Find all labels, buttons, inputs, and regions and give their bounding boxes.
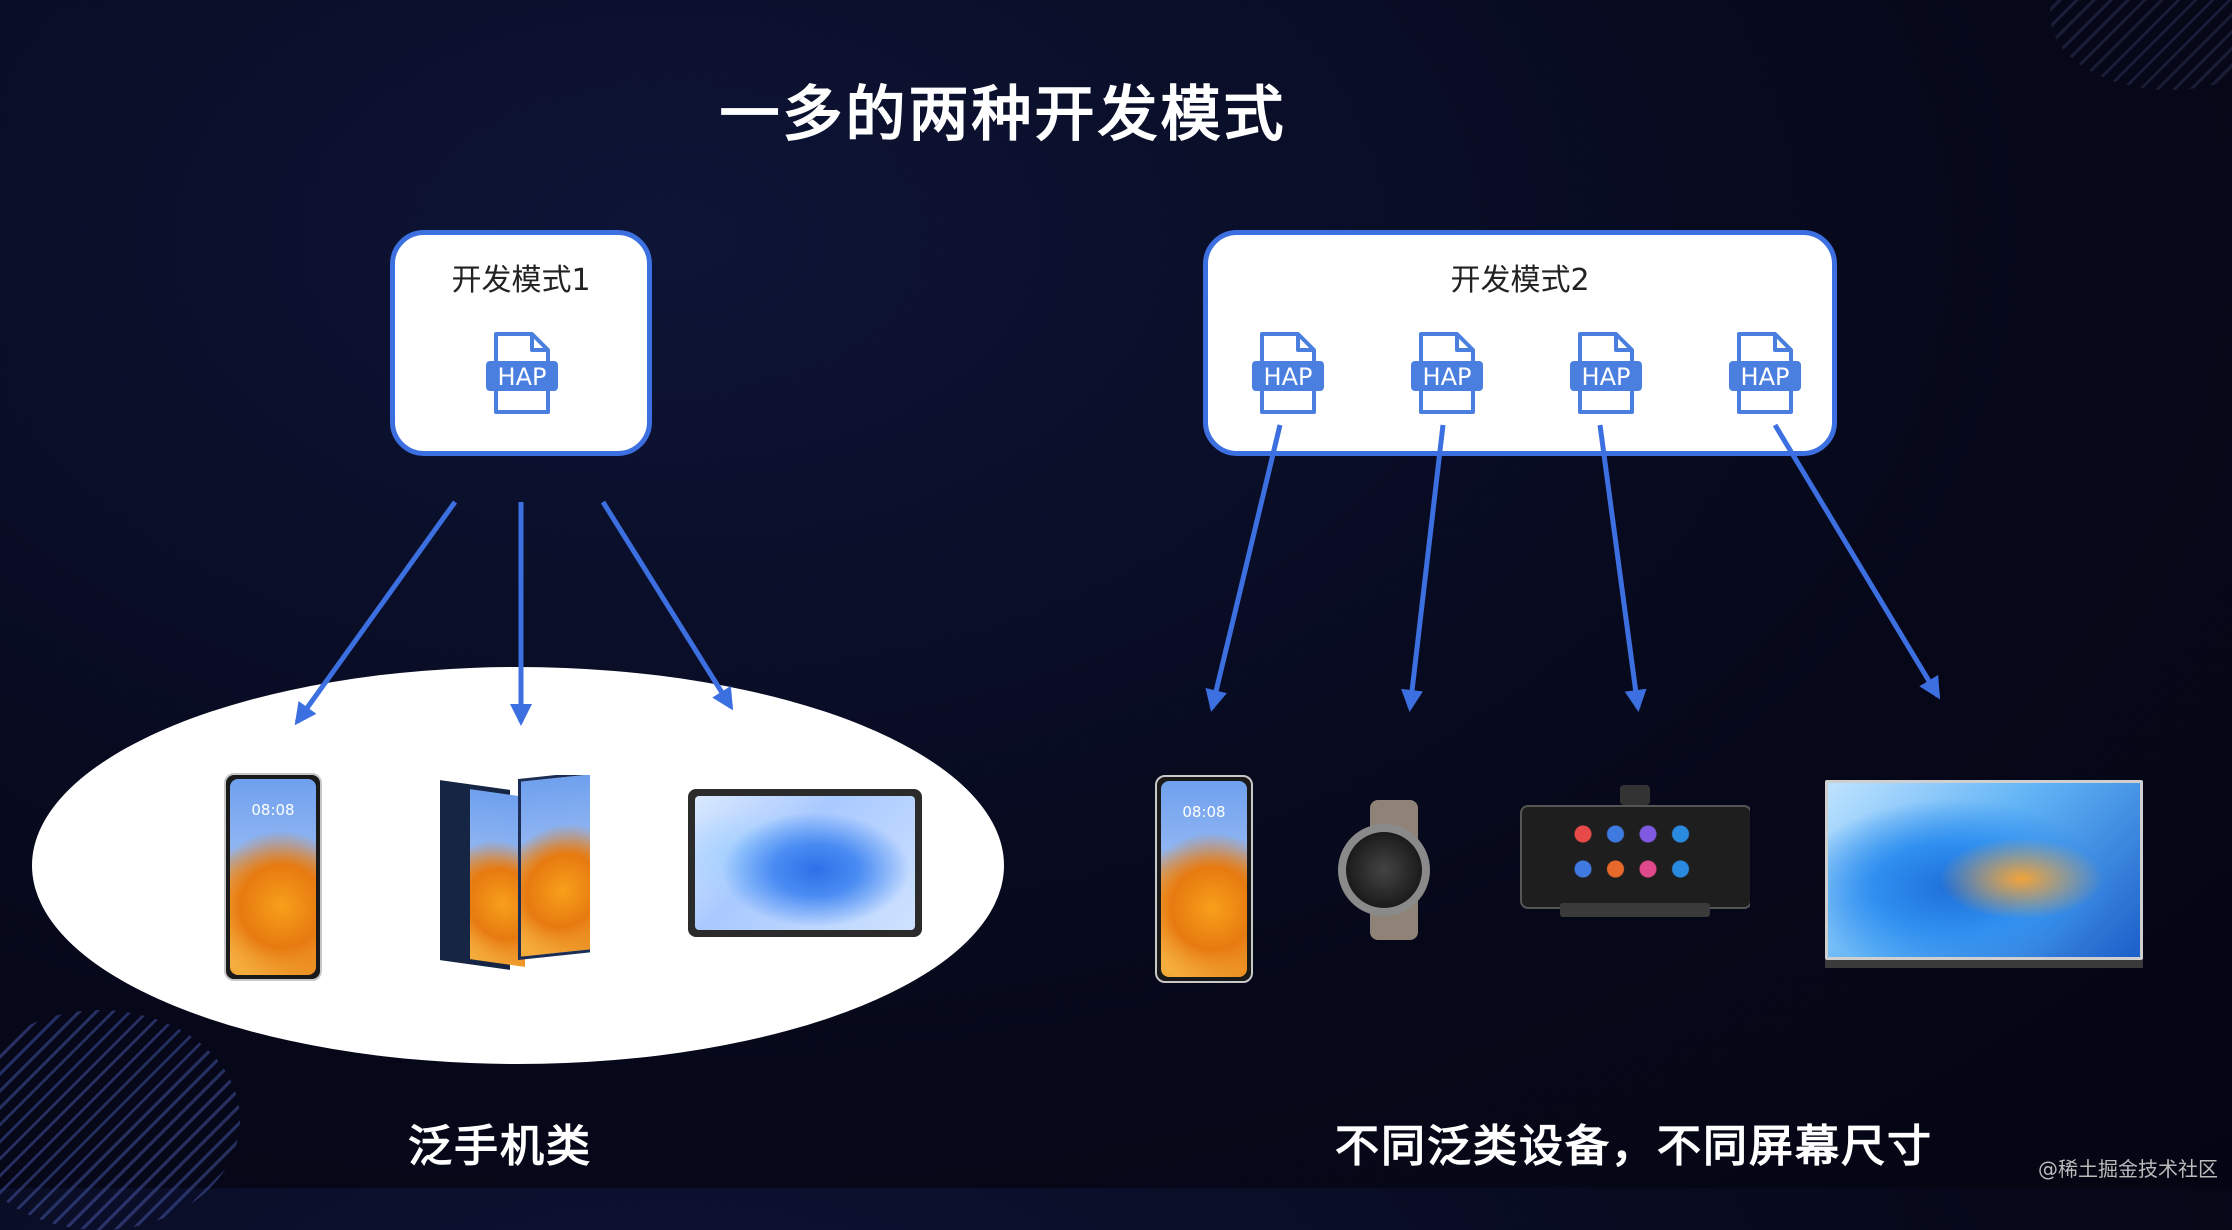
phone-device: 08:08	[224, 773, 322, 981]
page-title: 一多的两种开发模式	[719, 80, 1287, 150]
caption-left: 泛手机类	[408, 1121, 592, 1172]
hap-label: HAP	[1423, 363, 1472, 391]
mode1-label: 开发模式1	[451, 263, 591, 298]
arrows-layer	[294, 423, 1941, 726]
phone-clock: 08:08	[251, 801, 295, 819]
hap-file-icon: HAP	[1252, 331, 1324, 415]
car-display-device	[1520, 785, 1750, 925]
hap-file-icon: HAP	[1411, 331, 1483, 415]
arrow	[1401, 424, 1446, 712]
arrow	[1597, 424, 1647, 712]
arrow	[600, 500, 734, 711]
caption-right: 不同泛类设备，不同屏幕尺寸	[1335, 1121, 1933, 1172]
tv-device	[1825, 780, 2143, 970]
tablet-device	[688, 789, 922, 937]
phone-device: 08:08	[1155, 775, 1253, 983]
hap-file-icon: HAP	[486, 331, 558, 415]
watermark: @稀土掘金技术社区	[2038, 1157, 2218, 1181]
mode1-box: 开发模式1 HAP	[390, 230, 652, 456]
arrow	[1772, 423, 1941, 700]
hap-label: HAP	[498, 363, 547, 391]
foldable-phone-device	[440, 775, 590, 975]
phone-clock: 08:08	[1182, 803, 1226, 821]
hap-label: HAP	[1741, 363, 1790, 391]
mode2-box: 开发模式2 HAP HAP HAP HAP	[1203, 230, 1837, 456]
arrow	[294, 500, 458, 726]
smartwatch-device	[1330, 800, 1450, 940]
hap-file-icon: HAP	[1729, 331, 1801, 415]
hap-label: HAP	[1582, 363, 1631, 391]
mode2-label: 开发模式2	[1450, 263, 1590, 298]
hap-file-icon: HAP	[1570, 331, 1642, 415]
hap-label: HAP	[1264, 363, 1313, 391]
arrow	[1205, 424, 1283, 712]
